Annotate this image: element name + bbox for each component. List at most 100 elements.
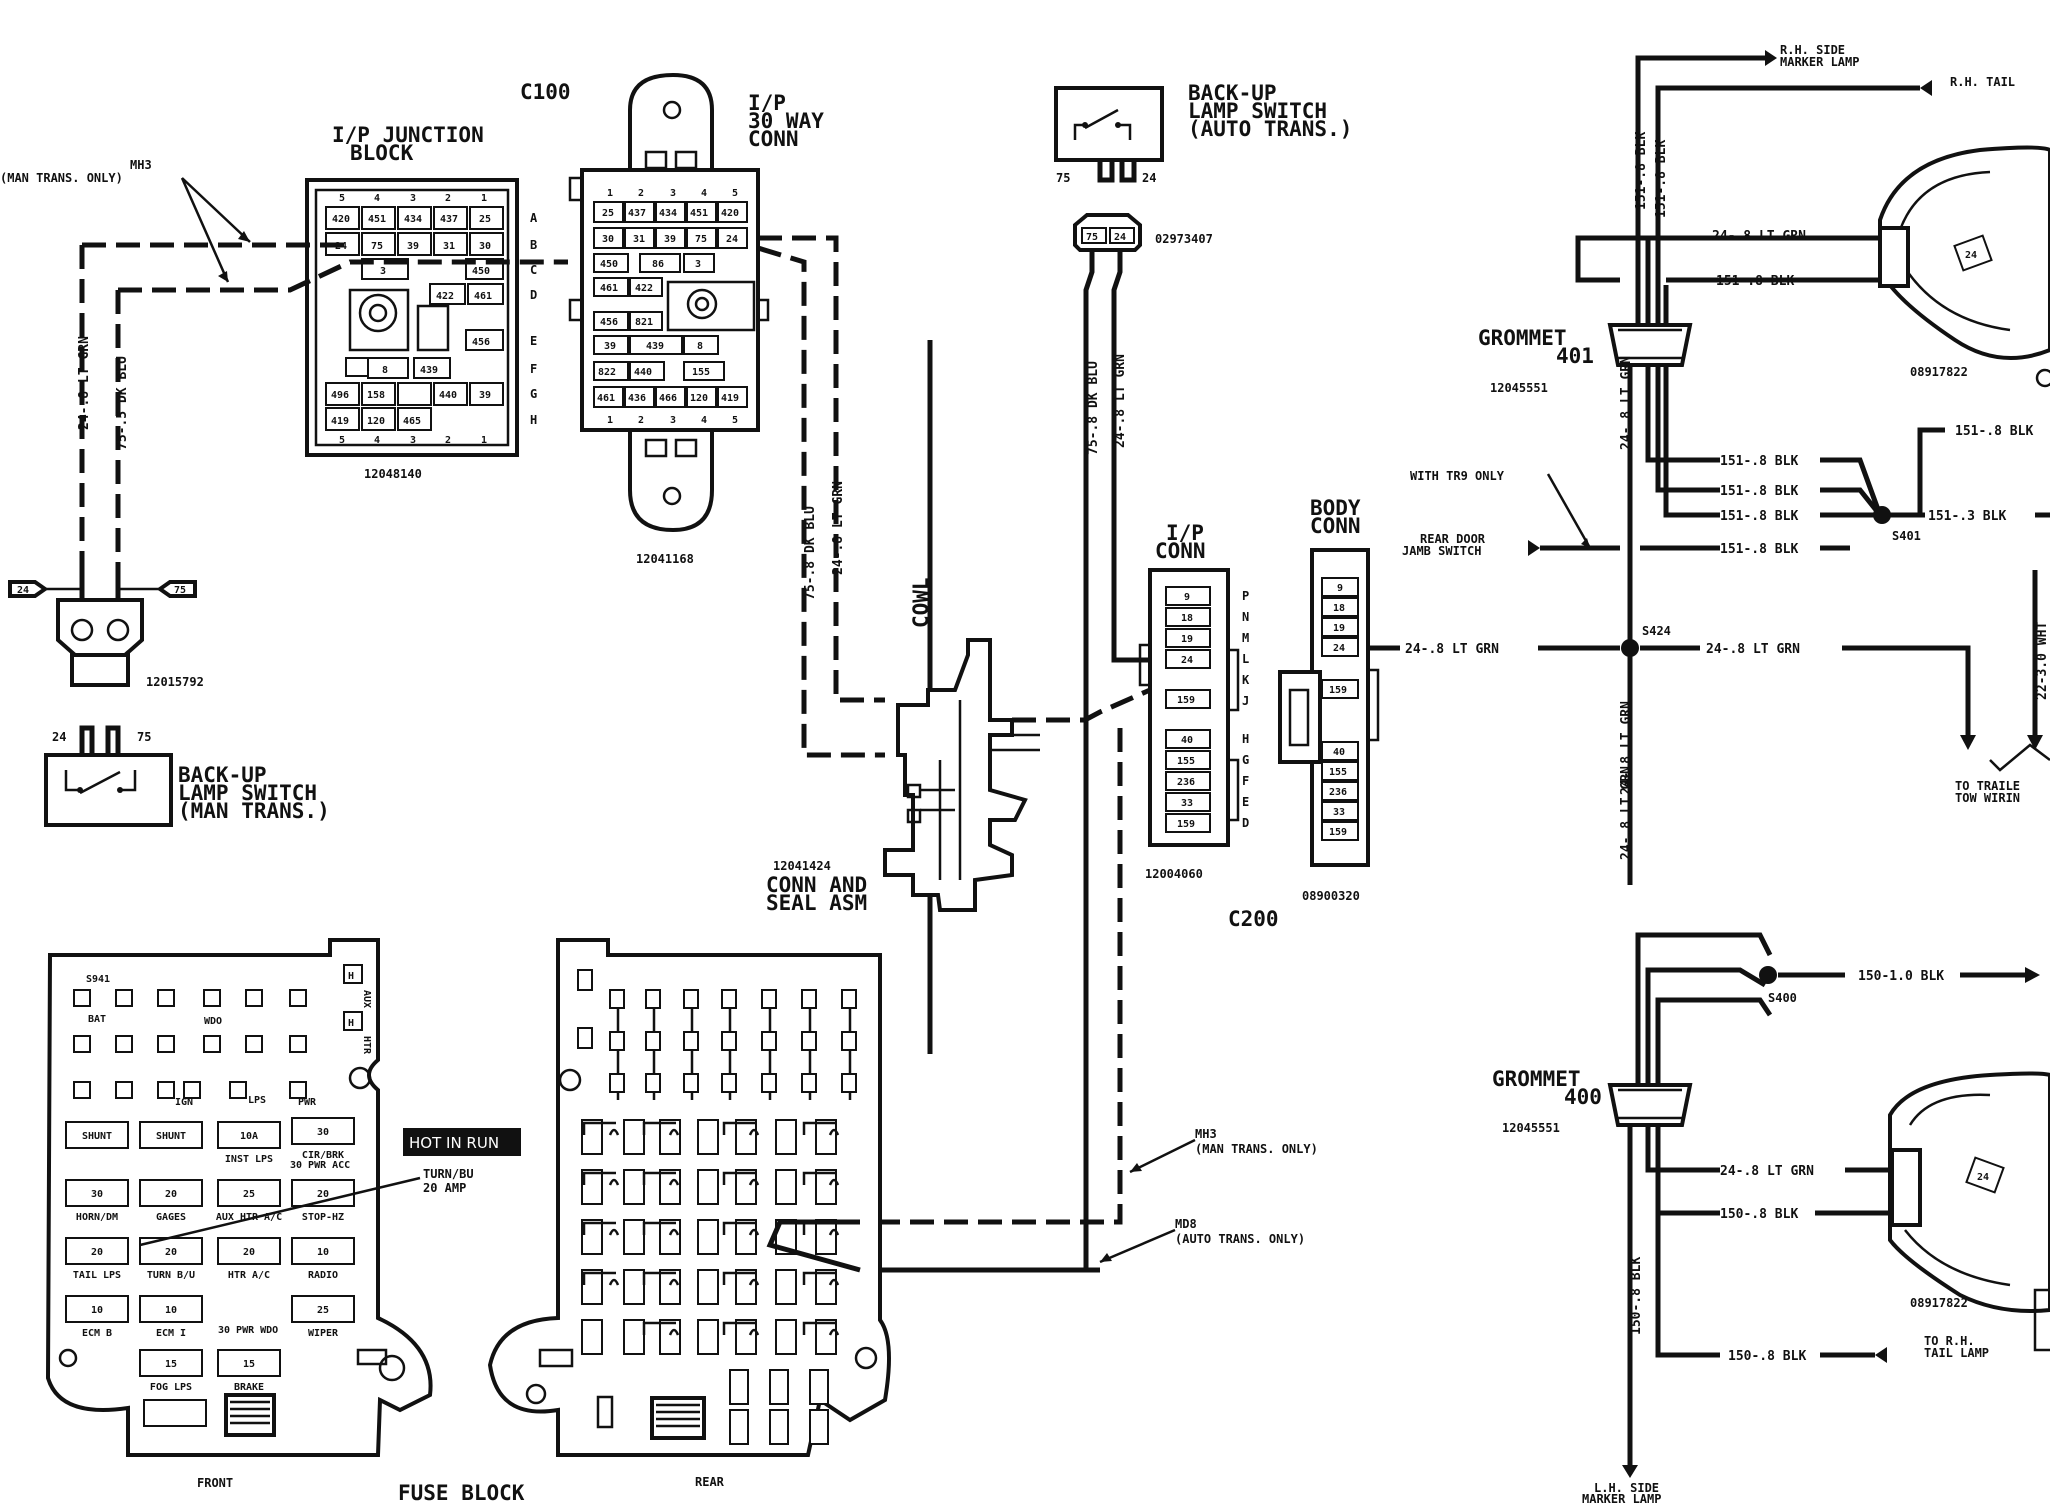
conn-cell: 420 bbox=[721, 208, 739, 219]
fuse-label: AUX HTR A/C bbox=[216, 1212, 282, 1223]
wire-label: 151-.8 BLK bbox=[1720, 484, 1798, 499]
rear-relay-slot bbox=[581, 1219, 603, 1255]
fuse-value: 20 bbox=[91, 1247, 103, 1258]
fuse-value: 25 bbox=[317, 1305, 329, 1316]
mh3-note-2: (MAN TRANS. ONLY) bbox=[1195, 1142, 1318, 1156]
fuse-value: 25 bbox=[243, 1189, 255, 1200]
conn-cell: 456 bbox=[600, 317, 618, 328]
jb-cell: 496 bbox=[331, 390, 349, 401]
fuse-value: 30 bbox=[91, 1189, 103, 1200]
30way-part: 12041168 bbox=[636, 552, 694, 566]
aux-label: AUX bbox=[361, 990, 372, 1008]
grommet401-part: 12045551 bbox=[1490, 381, 1548, 395]
ip-conn-title-2: CONN bbox=[1155, 539, 1206, 563]
s400-label: S400 bbox=[1768, 991, 1797, 1005]
grommet400-label: GROMMET bbox=[1492, 1067, 1581, 1091]
wire-label: 24-.8 LT GRN bbox=[1405, 642, 1499, 657]
man-switch-label-3: (MAN TRANS.) bbox=[178, 799, 330, 823]
rear-relay-slot bbox=[659, 1219, 681, 1255]
conn-cell: 9 bbox=[1337, 583, 1343, 594]
jb-cell: 461 bbox=[474, 291, 492, 302]
conn-cell: 155 bbox=[1329, 767, 1347, 778]
wire-label: 24-.8 LT GRN bbox=[1619, 766, 1634, 860]
fuse-puller bbox=[143, 1393, 276, 1437]
conn-cell: 450 bbox=[600, 259, 618, 270]
fuse-slot bbox=[157, 1035, 175, 1053]
conn-letter: E bbox=[1242, 795, 1249, 809]
jb-col-num: 3 bbox=[410, 193, 416, 204]
rear-relay-slot bbox=[659, 1119, 681, 1155]
rear-relay-slot bbox=[581, 1169, 603, 1205]
pin-label: 75 bbox=[174, 585, 186, 596]
conn-seal-assembly bbox=[883, 638, 1040, 912]
left-connector-part: 12015792 bbox=[146, 675, 204, 689]
auto-switch-label-3: (AUTO TRANS.) bbox=[1188, 117, 1352, 141]
fuse-label: WIPER bbox=[308, 1328, 339, 1339]
fuse-slot bbox=[73, 1081, 91, 1099]
pin-label: 24 bbox=[52, 730, 66, 744]
fuse-value: 10 bbox=[317, 1247, 329, 1258]
fuse-slot bbox=[157, 1081, 175, 1099]
jb-col-num: 1 bbox=[481, 193, 487, 204]
c100-label: C100 bbox=[520, 80, 571, 104]
rear-slot bbox=[841, 1073, 857, 1093]
conn-col-num: 3 bbox=[670, 415, 676, 426]
wire-label: 24-.8 LT GRN bbox=[1113, 354, 1128, 448]
jb-col-num: 4 bbox=[374, 435, 380, 446]
conn-cell: 25 bbox=[602, 208, 614, 219]
conn-col-num: 4 bbox=[701, 415, 707, 426]
rear-relay-slot bbox=[623, 1119, 645, 1155]
fuse-label: TAIL LPS bbox=[73, 1270, 121, 1281]
rear-slot bbox=[761, 1073, 777, 1093]
rear-slot bbox=[801, 1073, 817, 1093]
body-connector: 9 18 19 24 159 40 155 236 33 159 bbox=[1278, 548, 1380, 867]
jb-cell: 120 bbox=[367, 416, 385, 427]
conn-cell: 9 bbox=[1184, 592, 1190, 603]
conn-col-num: 5 bbox=[732, 415, 738, 426]
conn-col-num: 2 bbox=[638, 415, 644, 426]
rear-slot bbox=[645, 989, 661, 1009]
fuse-label: STOP-HZ bbox=[302, 1212, 344, 1223]
rear-relay-slot bbox=[581, 1319, 603, 1355]
body-conn-title-2: CONN bbox=[1310, 514, 1361, 538]
wire-label: 151-.8 BLK bbox=[1720, 509, 1798, 524]
turn-bu-label: TURN/BU bbox=[423, 1167, 474, 1181]
grommet401-label: GROMMET bbox=[1478, 326, 1567, 350]
with-tr9-label: WITH TR9 ONLY bbox=[1410, 469, 1505, 483]
wire-label: 150-.8 BLK bbox=[1728, 1349, 1806, 1364]
conn-cell: 461 bbox=[600, 283, 618, 294]
wire-label: 24-.8 LT GRN bbox=[77, 336, 92, 430]
rh-side-label: R.H. SIDE bbox=[1780, 43, 1845, 57]
jb-col-num: 2 bbox=[445, 193, 451, 204]
conn-cell: 155 bbox=[692, 367, 710, 378]
trailer-label-2: TOW WIRIN bbox=[1955, 791, 2020, 805]
cowl-label: COWL bbox=[909, 577, 933, 628]
pwr-acc-label: 30 PWR ACC bbox=[290, 1160, 350, 1171]
ip-30way-connector: 1 2 3 4 5 1 2 3 4 5 25 437 434 451 420 3… bbox=[568, 72, 770, 533]
wire-label: 151-.8 BLK bbox=[1955, 424, 2033, 439]
lamp-bottom-part: 08917822 bbox=[1910, 1296, 1968, 1310]
rear-relay-slot bbox=[697, 1169, 719, 1205]
conn-cell: 24 bbox=[1181, 655, 1193, 666]
fuse-value: 20 bbox=[243, 1247, 255, 1258]
conn-cell: 86 bbox=[652, 259, 664, 270]
wire-label: 75-.5 DK BLU bbox=[115, 356, 130, 450]
to-rh-tail-label-2: TAIL LAMP bbox=[1924, 1346, 1989, 1360]
body-conn-part: 08900320 bbox=[1302, 889, 1360, 903]
c200-label: C200 bbox=[1228, 907, 1279, 931]
conn-cell: 439 bbox=[646, 341, 664, 352]
fuse-slot bbox=[229, 1081, 247, 1099]
conn-cell: 437 bbox=[628, 208, 646, 219]
seal-label: CONN AND bbox=[766, 873, 867, 897]
seal-label-2: SEAL ASM bbox=[766, 891, 867, 915]
conn-letter: H bbox=[1242, 732, 1249, 746]
row-letter: G bbox=[530, 387, 537, 401]
grommet-400 bbox=[1607, 1083, 1693, 1127]
conn-cell: 18 bbox=[1181, 613, 1193, 624]
auto-switch-label-2: LAMP SWITCH bbox=[1188, 99, 1327, 123]
conn-col-num: 4 bbox=[701, 188, 707, 199]
